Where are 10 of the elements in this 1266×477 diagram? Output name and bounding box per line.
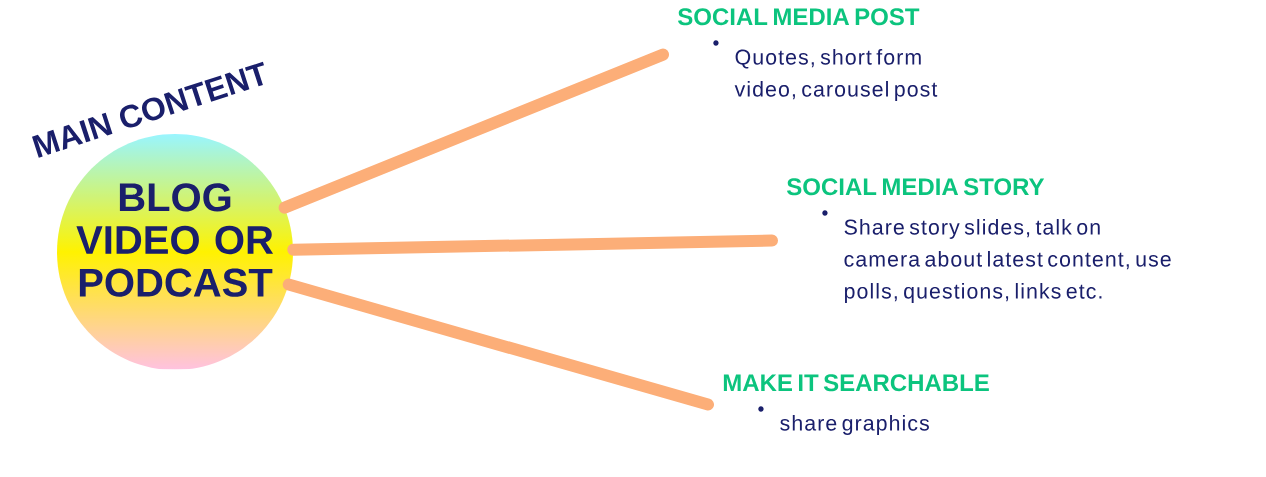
bullet-item: Quotes, short form video, carousel post [713,40,938,101]
connector-line [282,278,714,411]
bullet-item: share graphics [758,406,929,435]
heading-text: SOCIAL MEDIA POST [677,8,920,26]
heading-text: MAKE IT SEARCHABLE [723,374,989,392]
circle-text: BLOG VIDEO OR PODCAST [76,183,274,297]
heading-text: SOCIAL MEDIA STORY [786,178,1045,196]
connector-line [278,48,669,214]
connector-line [287,234,778,256]
bullet-item: Share story slides, talk on camera about latest content, use polls, questions, links etc. [822,210,1171,303]
